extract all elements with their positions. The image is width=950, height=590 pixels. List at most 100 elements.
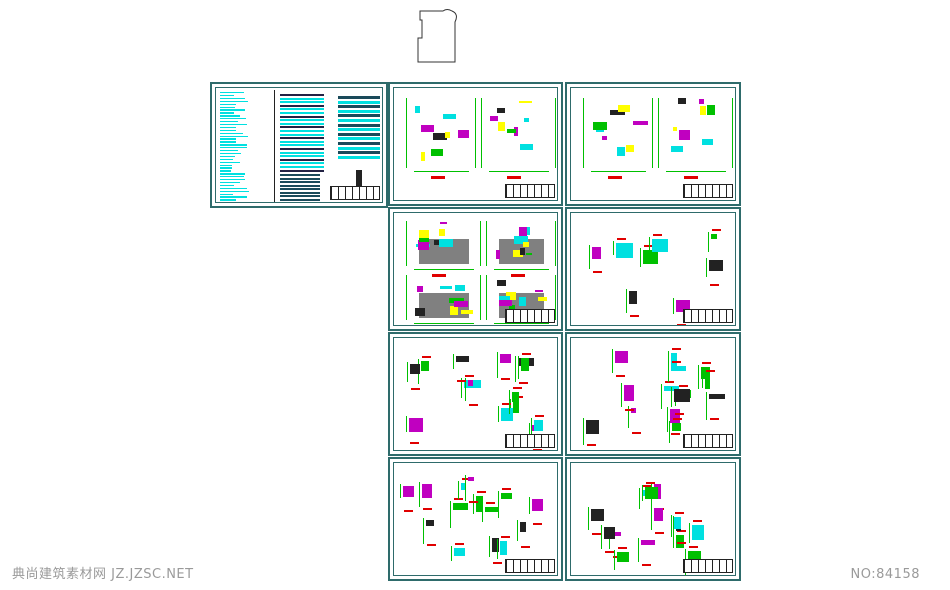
dimension-line: [669, 420, 671, 444]
detail-element: [532, 499, 543, 511]
dimension-line: [406, 221, 407, 266]
detail-element: [456, 355, 470, 362]
drawing-element: [430, 148, 443, 157]
door-window-table-row: [338, 100, 380, 104]
dimension-line: [406, 362, 408, 382]
notes-text-line: [220, 115, 241, 117]
drawing-sheet-details-3[interactable]: [388, 457, 563, 581]
detail-label: [454, 497, 464, 500]
drawing-sheet-floor-plans-1[interactable]: [388, 82, 563, 206]
drawing-sheet-design-notes[interactable]: [210, 82, 388, 208]
drawing-sheet-elevations[interactable]: [388, 207, 563, 331]
drawing-element: [420, 151, 426, 161]
dimension-line: [667, 407, 669, 433]
drawing-title-label: [607, 176, 622, 179]
drawing-element: [518, 100, 532, 104]
dimension-line: [453, 353, 455, 370]
detail-element: [623, 385, 634, 401]
door-window-table-row: [338, 96, 380, 99]
detail-label: [421, 356, 431, 358]
drawing-element: [445, 132, 451, 138]
detail-element: [484, 506, 499, 512]
schedule-row: [280, 97, 324, 100]
dimension-line: [480, 221, 481, 266]
dimension-line: [732, 98, 733, 168]
drawing-element: [440, 285, 453, 289]
notes-text-line: [220, 135, 249, 137]
dimension-line: [514, 356, 516, 383]
notes-text-line: [220, 173, 245, 175]
detail-label: [671, 347, 681, 350]
detail-label: [615, 374, 625, 377]
schedule-row: [280, 151, 324, 154]
drawing-element: [519, 296, 527, 306]
notes-text-line: [220, 121, 239, 123]
detail-label: [646, 482, 656, 485]
schedule-row: [280, 133, 324, 136]
notes-text-line: [220, 196, 248, 198]
detail-element: [591, 509, 605, 521]
schedule-row: [280, 101, 324, 104]
detail-element: [676, 534, 684, 549]
dimension-line: [608, 529, 610, 550]
notes-text-line: [220, 123, 247, 126]
dimension-line: [637, 537, 639, 563]
drawing-sheet-details-1[interactable]: [388, 332, 563, 456]
notes-text-line: [220, 144, 247, 146]
schedule-row: [280, 137, 324, 140]
drawing-element: [602, 136, 608, 141]
detail-label: [404, 509, 414, 512]
dimension-line: [529, 422, 531, 443]
notes-text-line: [220, 193, 234, 195]
schedule-row: [280, 158, 324, 161]
drawing-element: [417, 285, 424, 292]
notes-text-line: [220, 176, 245, 178]
detail-element: [603, 527, 616, 539]
detail-element: [616, 551, 630, 563]
detail-element: [709, 394, 726, 400]
dimension-line: [414, 323, 474, 324]
door-window-table-row: [338, 109, 380, 113]
dimension-line: [465, 474, 467, 502]
notes-text-line: [220, 179, 245, 181]
drawing-sheet-details-2[interactable]: [565, 332, 741, 456]
notes-text-line: [220, 150, 238, 152]
detail-element: [586, 420, 599, 434]
drawing-element: [439, 221, 448, 225]
dimension-line: [588, 244, 590, 270]
site-outline-diagram: [417, 9, 457, 63]
dimension-line: [418, 481, 420, 507]
door-window-table-row: [338, 137, 380, 141]
dimension-line: [414, 269, 474, 270]
drawing-title-label: [432, 274, 446, 277]
drawing-sheet-details-4[interactable]: [565, 457, 741, 581]
notes-text-line: [220, 141, 237, 143]
dimension-line: [497, 352, 499, 379]
dimension-line: [497, 539, 499, 560]
drawing-sheet-floor-plans-2[interactable]: [565, 82, 741, 206]
drawing-element: [442, 113, 457, 120]
notes-text-line: [220, 147, 248, 149]
schedule-row: [280, 112, 324, 114]
drawing-element: [499, 299, 513, 306]
detail-label: [410, 442, 420, 445]
dimension-line: [481, 98, 482, 168]
drawing-element: [439, 229, 445, 237]
detail-element: [688, 551, 702, 563]
detail-label: [476, 491, 486, 494]
detail-element: [403, 485, 414, 497]
title-block: [505, 559, 555, 573]
drawing-element: [698, 98, 704, 104]
notes-text-line: [220, 164, 232, 166]
drawing-element: [490, 115, 499, 121]
detail-element: [475, 496, 483, 512]
detail-label: [534, 415, 544, 418]
table-row: [280, 174, 320, 176]
drawing-element: [522, 241, 530, 247]
drawing-sheet-sections[interactable]: [565, 207, 741, 331]
drawing-element: [535, 289, 543, 292]
detail-element: [673, 516, 681, 529]
dimension-line: [667, 350, 669, 368]
detail-element: [533, 420, 544, 432]
dimension-line: [481, 504, 483, 523]
